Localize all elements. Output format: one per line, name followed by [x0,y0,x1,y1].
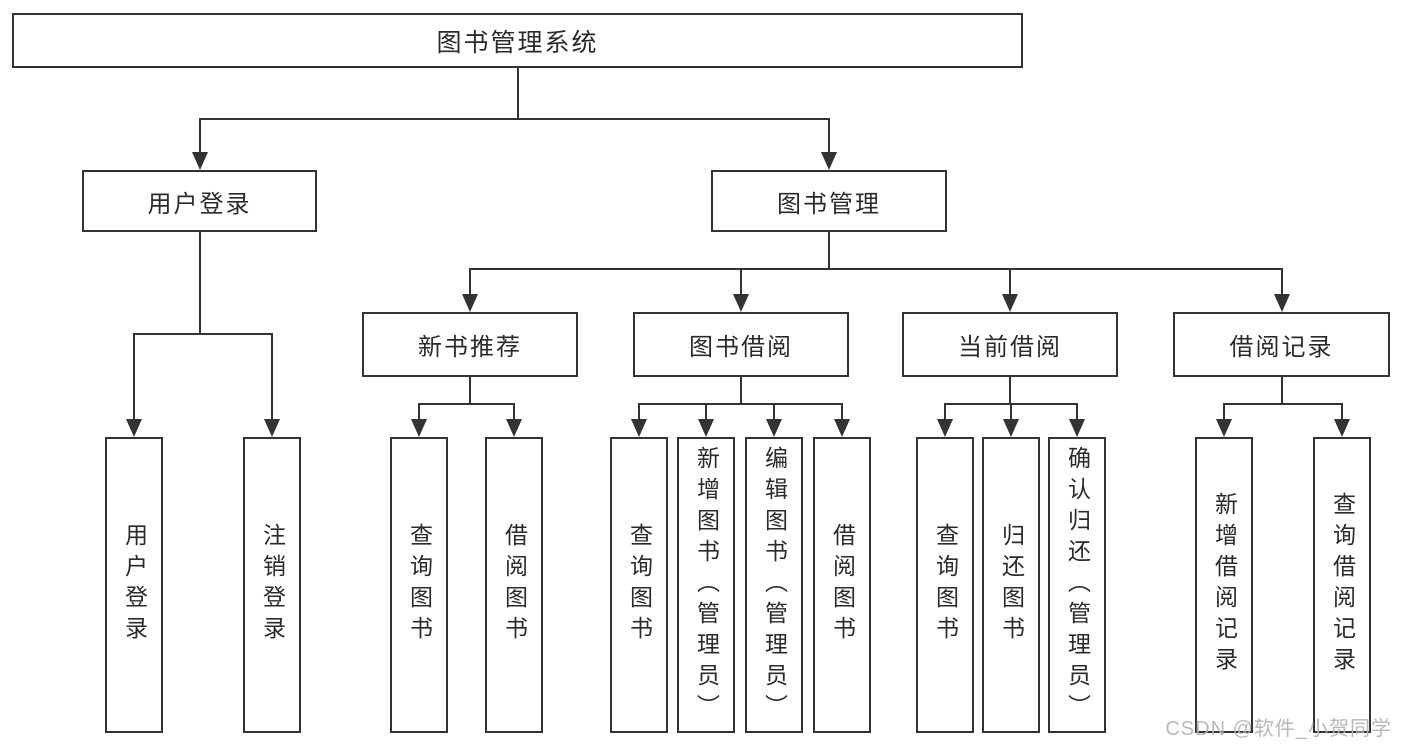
connector-line [1009,268,1011,294]
arrowhead-icon [1334,419,1350,437]
arrowhead-icon [1003,419,1019,437]
arrowhead-icon [191,152,208,170]
connector-line [1341,403,1343,419]
connector-line [133,333,135,419]
node-root: 图书管理系统 [12,13,1023,68]
node-current-borrow: 当前借阅 [902,312,1118,377]
node-label: 注销登录 [259,523,286,647]
connector-line [1223,403,1343,405]
connector-line [705,403,707,419]
node-user-login: 用户登录 [82,170,317,232]
connector-line [1076,403,1078,419]
node-leaf-query-books-1: 查询图书 [390,437,448,733]
arrowhead-icon [733,294,749,312]
connector-line [1223,403,1225,419]
node-label: 归还图书 [998,523,1025,647]
node-label: 新增图书（管理员） [693,445,720,725]
node-leaf-user-login: 用户登录 [105,437,163,733]
node-book-mgmt: 图书管理 [711,170,947,232]
connector-line [469,268,1283,270]
connector-line [740,268,742,294]
node-leaf-borrow-books-2: 借阅图书 [813,437,871,733]
node-leaf-logout: 注销登录 [243,437,301,733]
connector-line [469,377,471,405]
node-label: 借阅记录 [1229,334,1334,361]
node-leaf-add-books: 新增图书（管理员） [677,437,735,733]
node-leaf-query-books-3: 查询图书 [916,437,974,733]
node-label: 新书推荐 [418,334,522,361]
node-leaf-query-books-2: 查询图书 [610,437,668,733]
connector-line [133,333,273,335]
arrowhead-icon [126,419,142,437]
connector-line [638,403,640,419]
node-leaf-borrow-books-1: 借阅图书 [485,437,543,733]
node-leaf-query-borrow-record: 查询借阅记录 [1313,437,1371,733]
connector-line [198,118,830,120]
arrowhead-icon [698,419,714,437]
connector-line [513,403,515,419]
arrowhead-icon [937,419,953,437]
arrowhead-icon [631,419,647,437]
node-label: 图书借阅 [689,334,793,361]
node-label: 查询图书 [406,523,433,647]
connector-line [740,377,742,405]
node-label: 用户登录 [147,190,252,218]
connector-line [944,403,946,419]
connector-line [841,403,843,419]
connector-line [198,232,201,335]
connector-line [1280,377,1283,405]
node-book-borrow: 图书借阅 [633,312,849,377]
arrowhead-icon [462,294,478,312]
connector-line [773,403,775,419]
node-label: 借阅图书 [501,523,528,647]
watermark: CSDN @软件_小贺同学 [1165,718,1392,740]
connector-line [418,403,515,405]
arrowhead-icon [834,419,850,437]
arrowhead-icon [506,419,522,437]
connector-line [418,403,420,419]
arrowhead-icon [1002,294,1018,312]
connector-line [1010,403,1012,419]
node-leaf-confirm-return: 确认归还（管理员） [1048,437,1106,733]
arrowhead-icon [1069,419,1085,437]
arrowhead-icon [411,419,427,437]
node-new-book-rec: 新书推荐 [362,312,578,377]
node-label: 新增借阅记录 [1211,492,1238,678]
connector-line [198,118,201,152]
node-label: 查询借阅记录 [1329,492,1356,678]
arrowhead-icon [1273,294,1290,312]
node-leaf-add-borrow-record: 新增借阅记录 [1195,437,1253,733]
connector-line [828,118,830,152]
connector-line [1280,268,1283,294]
node-label: 图书管理系统 [436,28,599,57]
connector-line [1009,377,1011,405]
connector-line [469,268,471,294]
arrowhead-icon [766,419,782,437]
node-leaf-return-books: 归还图书 [982,437,1040,733]
node-label: 查询图书 [626,523,653,647]
node-label: 查询图书 [932,523,959,647]
connector-line [828,232,830,270]
connector-line [638,403,843,405]
node-label: 当前借阅 [958,334,1062,361]
arrowhead-icon [821,152,837,170]
connector-line [516,68,519,120]
connector-line [271,333,273,419]
node-label: 图书管理 [777,190,881,218]
node-leaf-edit-books: 编辑图书（管理员） [745,437,803,733]
node-label: 编辑图书（管理员） [761,445,788,725]
arrowhead-icon [1216,419,1232,437]
arrowhead-icon [264,419,280,437]
node-label: 用户登录 [121,523,148,647]
node-borrow-records: 借阅记录 [1173,312,1390,377]
node-label: 借阅图书 [829,523,856,647]
node-label: 确认归还（管理员） [1064,445,1091,725]
